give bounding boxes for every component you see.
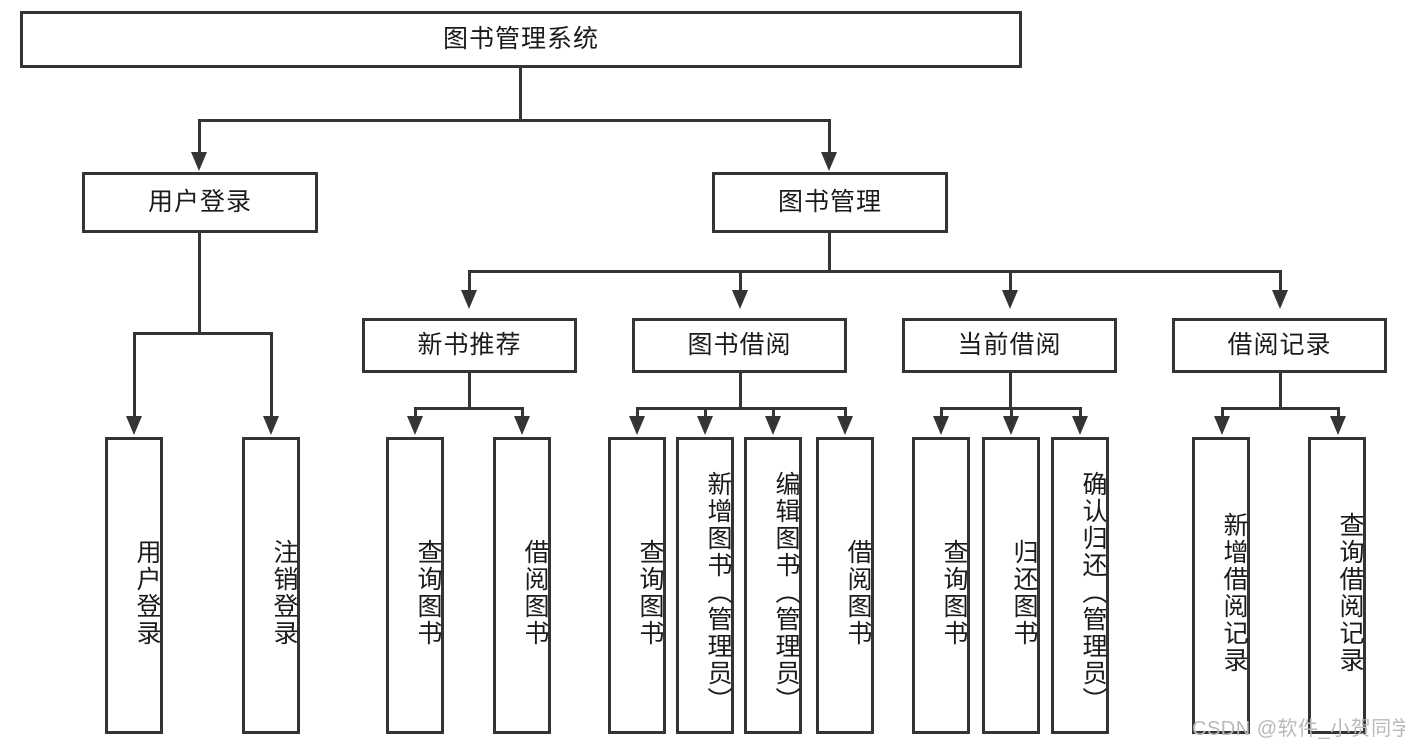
leaf-bb-edit-book[interactable]: 编辑图书（管理员）	[744, 437, 802, 734]
connector-nbr-bus	[414, 407, 524, 410]
arrowhead-leaf-borrow-book-bb	[837, 416, 853, 435]
arrowhead-leaf-query-record	[1330, 416, 1346, 435]
connector-user-login-drop-1	[133, 332, 136, 419]
connector-root-to-book-manage	[828, 119, 831, 155]
arrowhead-new-book-recommend	[461, 290, 477, 309]
arrowhead-leaf-add-book	[697, 416, 713, 435]
connector-book-manage-stem	[828, 233, 831, 272]
connector-book-manage-bus	[468, 270, 1282, 273]
connector-root-to-user-login	[198, 119, 201, 155]
node-label: 图书管理	[777, 188, 882, 216]
connector-nbr-stem	[468, 373, 471, 409]
node-label: 归还图书	[1010, 538, 1038, 647]
arrowhead-leaf-query-book-bb	[629, 416, 645, 435]
leaf-cb-query-book[interactable]: 查询图书	[912, 437, 970, 734]
connector-user-login-drop-2	[270, 332, 273, 419]
leaf-cb-confirm-return[interactable]: 确认归还（管理员）	[1051, 437, 1109, 734]
leaf-bb-add-book[interactable]: 新增图书（管理员）	[676, 437, 734, 734]
node-label: 查询借阅记录	[1336, 511, 1364, 674]
connector-bb-drop-2	[704, 407, 707, 419]
connector-bb-drop-1	[636, 407, 639, 419]
node-label: 用户登录	[147, 188, 252, 216]
node-user-login[interactable]: 用户登录	[82, 172, 318, 233]
watermark-text: CSDN @软件_小贺同学	[1192, 718, 1405, 740]
node-new-book-recommend[interactable]: 新书推荐	[362, 318, 577, 373]
leaf-nbr-borrow-book[interactable]: 借阅图书	[493, 437, 551, 734]
csdn-watermark: CSDN @软件_小贺同学	[1192, 712, 1405, 741]
connector-bm-drop-4	[1279, 270, 1282, 293]
connector-bb-drop-4	[844, 407, 847, 419]
arrowhead-leaf-query-book-nbr	[407, 416, 423, 435]
arrowhead-book-manage	[821, 152, 837, 171]
connector-cb-drop-3	[1079, 407, 1082, 419]
node-label: 新增借阅记录	[1220, 511, 1248, 674]
connector-cb-drop-1	[940, 407, 943, 419]
node-label: 图书借阅	[687, 331, 792, 359]
node-label: 借阅记录	[1227, 331, 1332, 359]
arrowhead-borrow-record	[1272, 290, 1288, 309]
arrowhead-leaf-add-record	[1214, 416, 1230, 435]
node-book-borrow[interactable]: 图书借阅	[632, 318, 847, 373]
connector-root-stem	[519, 68, 522, 121]
connector-br-drop-1	[1221, 407, 1224, 419]
connector-nbr-drop-1	[414, 407, 417, 419]
arrowhead-book-borrow	[732, 290, 748, 309]
connector-bb-bus	[636, 407, 847, 410]
connector-br-stem	[1279, 373, 1282, 409]
arrowhead-leaf-logout	[263, 416, 279, 435]
node-label: 确认归还（管理员）	[1079, 471, 1107, 714]
node-label: 图书管理系统	[442, 25, 599, 53]
connector-bm-drop-3	[1009, 270, 1012, 293]
node-label: 当前借阅	[957, 331, 1062, 359]
node-label: 查询图书	[940, 538, 968, 647]
connector-br-bus	[1221, 407, 1340, 410]
arrowhead-leaf-user-login	[126, 416, 142, 435]
connector-root-bus	[198, 119, 831, 122]
node-label: 查询图书	[414, 538, 442, 647]
arrowhead-leaf-confirm-return	[1072, 416, 1088, 435]
leaf-nbr-query-book[interactable]: 查询图书	[386, 437, 444, 734]
leaf-user-login[interactable]: 用户登录	[105, 437, 163, 734]
arrowhead-leaf-return-book	[1003, 416, 1019, 435]
arrowhead-leaf-borrow-book-nbr	[514, 416, 530, 435]
node-label: 新书推荐	[417, 331, 522, 359]
node-borrow-record[interactable]: 借阅记录	[1172, 318, 1387, 373]
connector-bb-drop-3	[772, 407, 775, 419]
node-root-system[interactable]: 图书管理系统	[20, 11, 1022, 68]
node-label: 新增图书（管理员）	[704, 471, 732, 714]
connector-user-login-bus	[133, 332, 273, 335]
arrowhead-leaf-query-book-cb	[933, 416, 949, 435]
node-label: 借阅图书	[521, 538, 549, 647]
connector-bm-drop-2	[739, 270, 742, 293]
leaf-br-query-record[interactable]: 查询借阅记录	[1308, 437, 1366, 734]
node-label: 查询图书	[636, 538, 664, 647]
node-book-management[interactable]: 图书管理	[712, 172, 948, 233]
arrowhead-leaf-edit-book	[765, 416, 781, 435]
node-label: 用户登录	[133, 538, 161, 647]
connector-nbr-drop-2	[521, 407, 524, 419]
leaf-bb-borrow-book[interactable]: 借阅图书	[816, 437, 874, 734]
leaf-cb-return-book[interactable]: 归还图书	[982, 437, 1040, 734]
connector-user-login-stem	[198, 233, 201, 334]
arrowhead-user-login	[191, 152, 207, 171]
connector-cb-drop-2	[1010, 407, 1013, 419]
connector-bm-drop-1	[468, 270, 471, 293]
leaf-logout[interactable]: 注销登录	[242, 437, 300, 734]
node-label: 注销登录	[270, 538, 298, 647]
node-label: 编辑图书（管理员）	[772, 471, 800, 714]
connector-bb-stem	[739, 373, 742, 409]
leaf-bb-query-book[interactable]: 查询图书	[608, 437, 666, 734]
leaf-br-add-record[interactable]: 新增借阅记录	[1192, 437, 1250, 734]
node-label: 借阅图书	[844, 538, 872, 647]
node-current-borrow[interactable]: 当前借阅	[902, 318, 1117, 373]
connector-br-drop-2	[1337, 407, 1340, 419]
arrowhead-current-borrow	[1002, 290, 1018, 309]
connector-cb-stem	[1009, 373, 1012, 409]
